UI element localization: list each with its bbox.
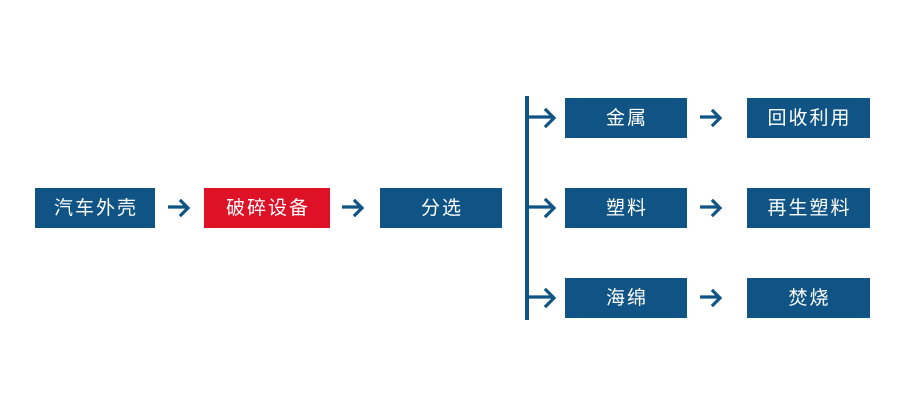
node-shell[interactable]: 汽车外壳 xyxy=(35,188,155,228)
split-bar-connector xyxy=(525,96,529,320)
arrow-split-to-sponge xyxy=(528,288,560,308)
node-plastic[interactable]: 塑料 xyxy=(565,188,687,228)
node-regenerated-plastic[interactable]: 再生塑料 xyxy=(747,188,870,228)
arrow-shredder-to-sorting xyxy=(342,198,368,218)
node-incineration[interactable]: 焚烧 xyxy=(747,278,870,318)
node-shredder[interactable]: 破碎设备 xyxy=(204,188,330,228)
arrow-split-to-plastic xyxy=(528,198,560,218)
node-recycle-use[interactable]: 回收利用 xyxy=(747,98,870,138)
arrow-metal-to-recycle xyxy=(700,108,726,128)
arrow-shell-to-shredder xyxy=(168,198,194,218)
arrow-sponge-to-incineration xyxy=(700,288,726,308)
node-metal[interactable]: 金属 xyxy=(565,98,687,138)
node-sorting[interactable]: 分选 xyxy=(380,188,502,228)
arrow-plastic-to-regenerated xyxy=(700,198,726,218)
node-sponge[interactable]: 海绵 xyxy=(565,278,687,318)
arrow-split-to-metal xyxy=(528,108,560,128)
